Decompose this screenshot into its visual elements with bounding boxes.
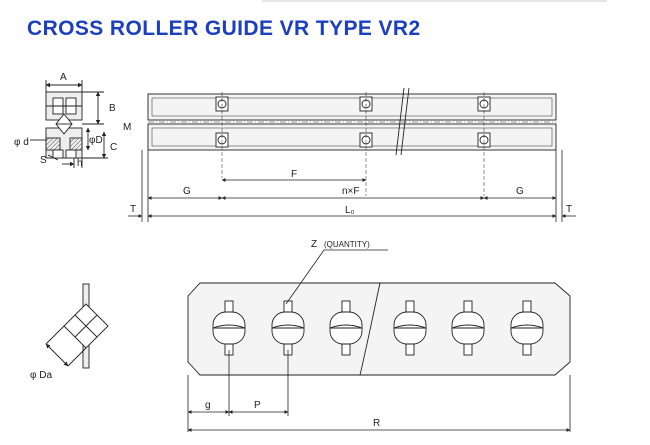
page-title: CROSS ROLLER GUIDE VR TYPE VR2: [27, 17, 421, 40]
rail-labels: F n×F G G L₀ T T: [130, 169, 572, 216]
dim-A: A: [60, 72, 67, 83]
dim-phi-d: φ d: [14, 137, 29, 148]
cage-view: [187, 282, 571, 376]
cross-section-view: [30, 80, 108, 168]
dim-nF: n×F: [342, 186, 360, 197]
dim-h: h: [77, 158, 83, 169]
mounting-hole: [477, 92, 491, 196]
rail-holes: [215, 87, 491, 196]
cage-plate: [187, 282, 571, 376]
cage-rollers: [212, 300, 544, 356]
break-mark: [395, 87, 410, 156]
roller-detail-view: [45, 283, 109, 369]
dim-T-right: T: [566, 204, 572, 215]
cage-break: [359, 282, 381, 376]
dim-G-right: G: [516, 186, 524, 197]
cage-dimension-lines: [187, 249, 571, 432]
dim-R: R: [373, 418, 380, 429]
dim-g: g: [205, 400, 211, 411]
dim-T-left: T: [130, 204, 136, 215]
dim-G-left: G: [183, 186, 191, 197]
dim-C: C: [110, 142, 117, 153]
rail-dimension-lines: [128, 150, 576, 222]
cage-labels: Z (QUANTITY) g P R: [205, 239, 380, 429]
dim-phi-D: φD: [89, 135, 103, 146]
dim-P: P: [254, 400, 261, 411]
cage-roller: [451, 300, 485, 356]
mounting-hole: [215, 92, 229, 178]
cage-roller: [212, 300, 246, 356]
dim-B: B: [109, 103, 116, 114]
callout-Z: Z: [311, 239, 317, 250]
callout-quantity: (QUANTITY): [324, 240, 370, 249]
dim-phi-Da: φ Da: [30, 370, 52, 381]
rail-top-view: [147, 93, 557, 151]
cross-section-labels: A B M φ d φD C S h: [14, 72, 131, 169]
cage-roller: [393, 300, 427, 356]
dim-M: M: [123, 122, 131, 133]
top-divider: [262, 0, 607, 2]
dim-L0: L₀: [345, 205, 355, 216]
cage-roller: [329, 300, 363, 356]
cage-roller: [510, 300, 544, 356]
dim-S: S: [40, 155, 47, 166]
cage-roller: [271, 300, 305, 356]
dim-F: F: [291, 169, 297, 180]
